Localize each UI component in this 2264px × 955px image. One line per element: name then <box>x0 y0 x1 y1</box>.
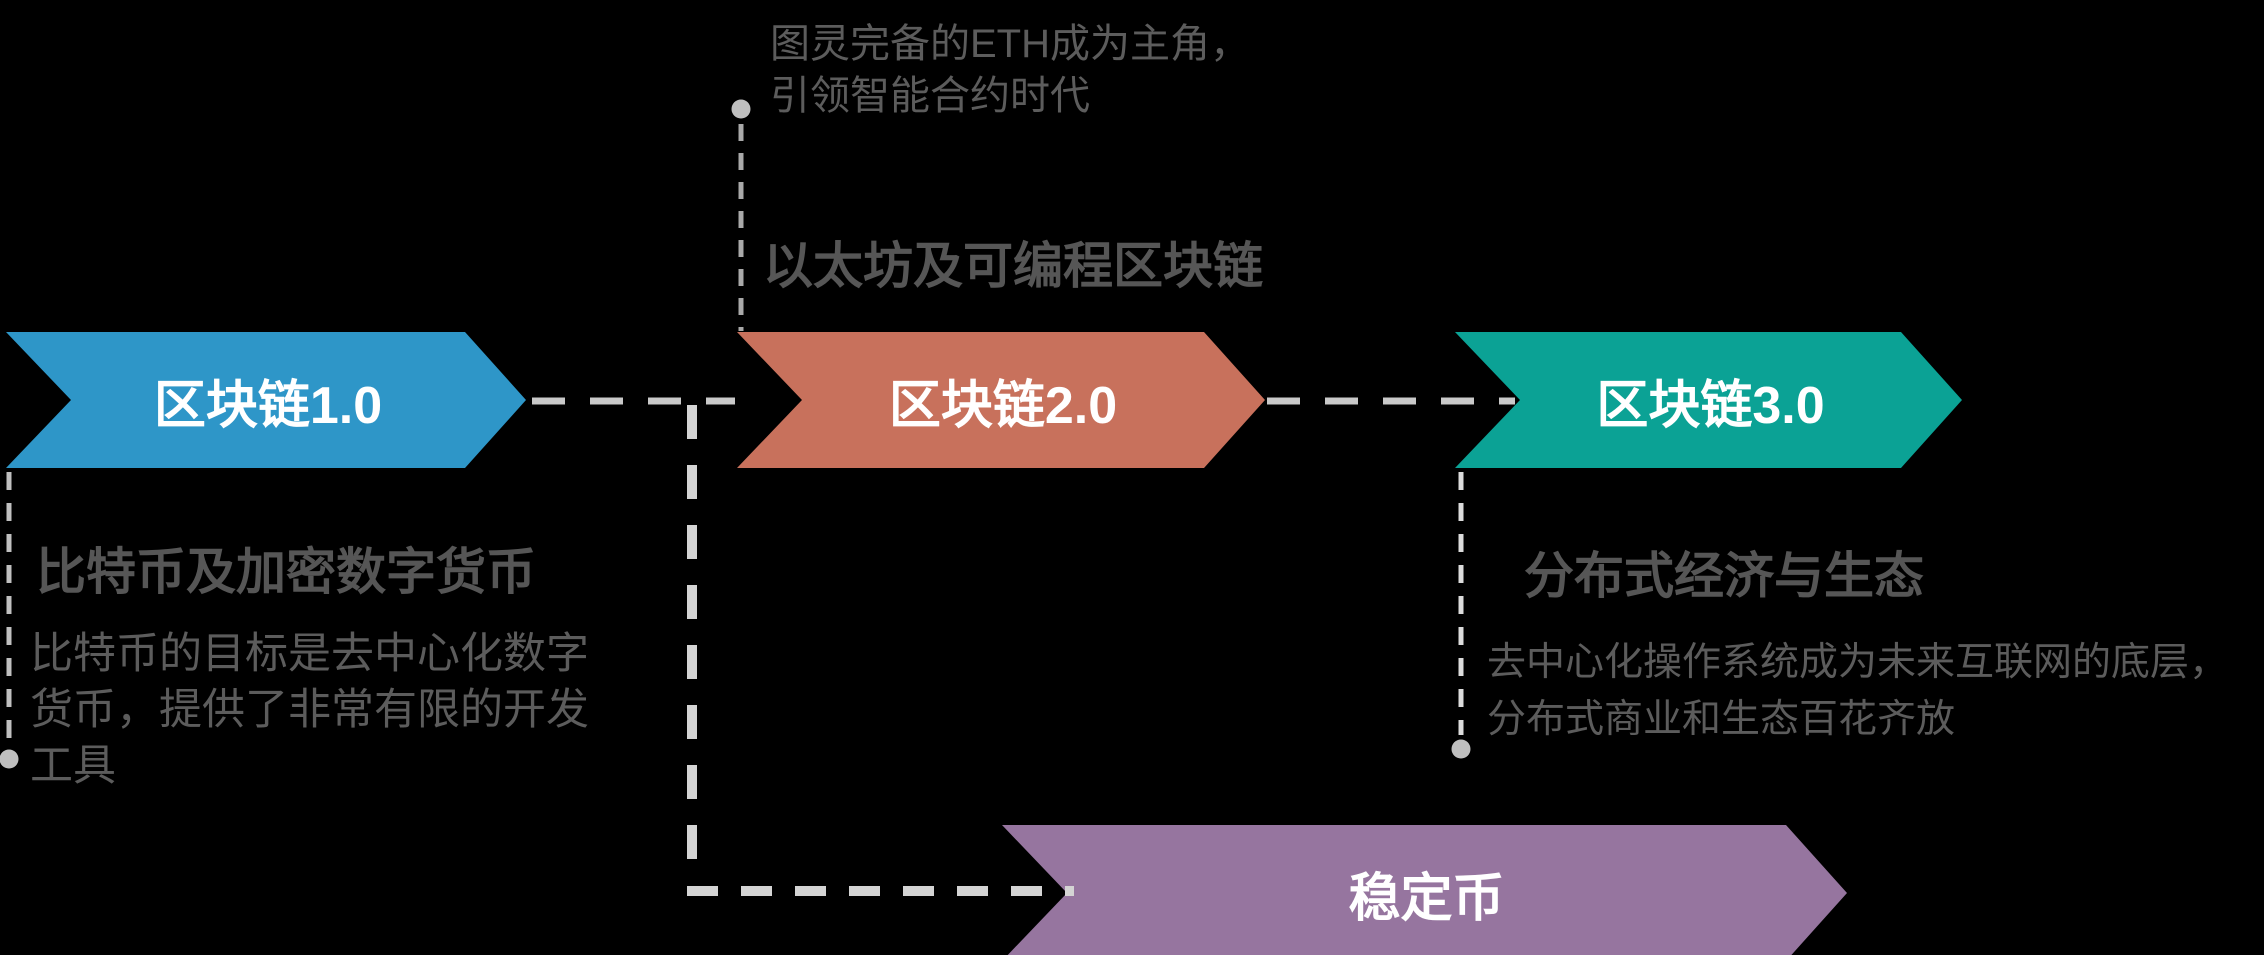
eth-note-dot <box>731 99 751 119</box>
banner-blockchain-2: 区块链2.0 <box>737 332 1265 468</box>
ethereum-heading: 以太坊及可编程区块链 <box>763 238 1263 294</box>
eth-annotation-line2: 引领智能合约时代 <box>770 74 1090 118</box>
bitcoin-description: 比特币的目标是去中心化数字 货币，提供了非常有限的开发 工具 <box>30 626 589 794</box>
banner-blockchain-3: 区块链3.0 <box>1455 332 1962 468</box>
banner-blockchain-2-label: 区块链2.0 <box>888 376 1118 435</box>
banner-stablecoin: 稳定币 <box>1002 825 1847 955</box>
banner-stablecoin-label: 稳定币 <box>1348 869 1505 928</box>
distributed-description-line1: 去中心化操作系统成为未来互联网的底层， <box>1487 641 2229 684</box>
banner-blockchain-3-label: 区块链3.0 <box>1596 376 1825 435</box>
bitcoin-description-line2: 货币，提供了非常有限的开发 <box>30 686 589 734</box>
eth-annotation-line1: 图灵完备的ETH成为主角， <box>770 22 1250 66</box>
distributed-note-dot <box>1451 739 1471 759</box>
bitcoin-heading: 比特币及加密数字货币 <box>36 544 536 600</box>
distributed-description-line2: 分布式商业和生态百花齐放 <box>1487 698 1956 741</box>
banner-blockchain-1: 区块链1.0 <box>6 332 526 468</box>
bitcoin-description-line1: 比特币的目标是去中心化数字 <box>30 630 589 678</box>
distributed-description: 去中心化操作系统成为未来互联网的底层， 分布式商业和生态百花齐放 <box>1487 634 2228 748</box>
bitcoin-description-line3: 工具 <box>30 742 116 790</box>
bitcoin-note-dot <box>0 749 19 769</box>
banner-blockchain-1-label: 区块链1.0 <box>153 376 383 435</box>
eth-annotation: 图灵完备的ETH成为主角， 引领智能合约时代 <box>770 18 1250 122</box>
distributed-heading: 分布式经济与生态 <box>1524 548 1924 604</box>
